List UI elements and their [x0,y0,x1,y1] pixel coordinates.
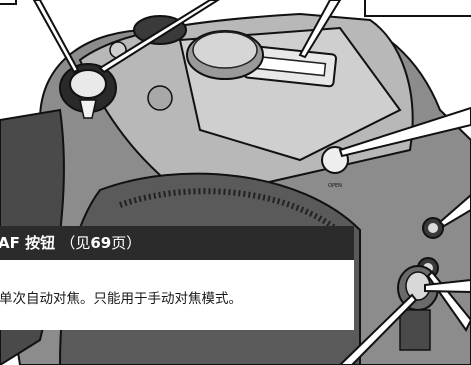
heading-ref-page: 69 [90,234,112,252]
af-button-description: 单次自动对焦。只能用于手动对焦模式。 [0,291,242,307]
side-grille [399,309,431,351]
heading-label: 按钮 [25,234,56,252]
callout-lines [32,0,471,365]
open-label: OPEN [328,183,342,189]
heading-ref-prefix: （见 [60,234,91,252]
heading-key: AF [0,234,20,252]
callout-box-top-left [0,0,17,5]
af-button-heading: AF 按钮 （见69页） [0,226,354,260]
af-button-description-panel: 单次自动对焦。只能用于手动对焦模式。 [0,260,354,330]
callout-box-top-right [364,0,471,17]
heading-ref-suffix: 页） [111,234,142,252]
